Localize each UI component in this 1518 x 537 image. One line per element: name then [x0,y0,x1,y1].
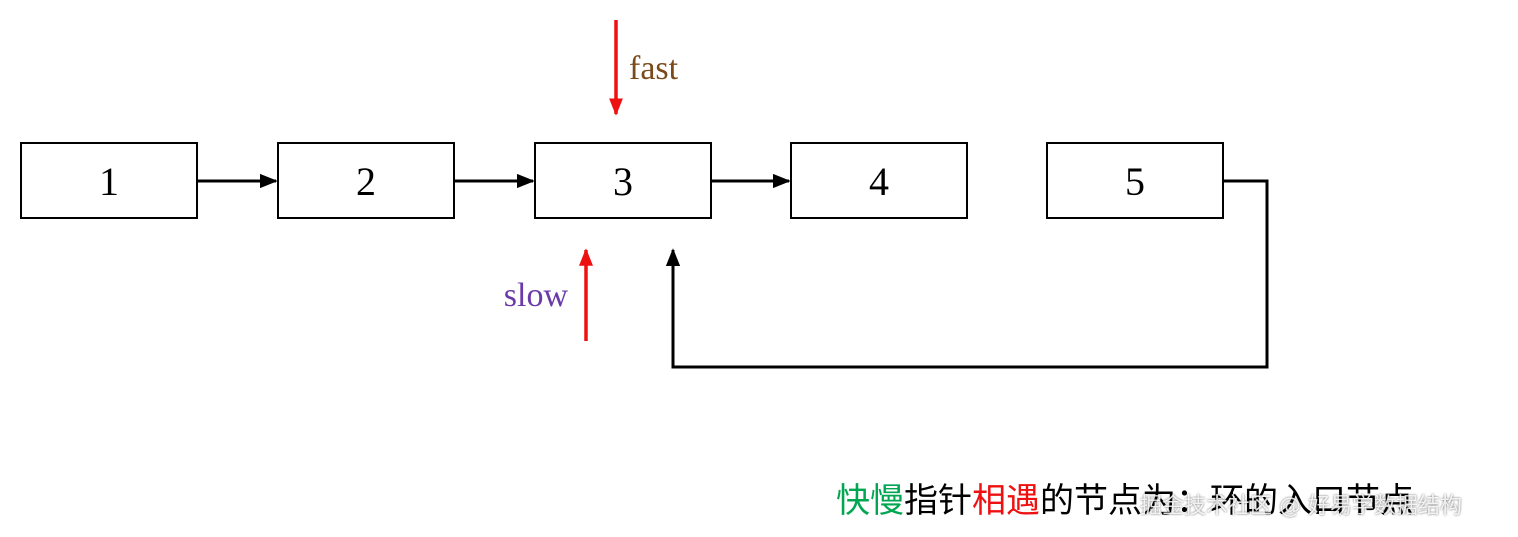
fast-pointer: fast [609,20,679,116]
caption: 快慢指针相遇的节点为：环的入口节点 [836,478,1414,524]
node-value: 1 [99,159,119,204]
watermark: 掘金技术社区 @ 好易学数据结构 [1140,494,1462,519]
fast-label: fast [629,50,679,87]
slow-label: slow [504,277,569,314]
list-node-2: 2 [277,142,455,219]
caption-part: 的节点为：环的入口节点 [1040,481,1414,521]
list-node-3: 3 [534,142,712,219]
caption-part: 快慢 [836,481,904,521]
list-node-5: 5 [1046,142,1224,219]
list-node-4: 4 [790,142,968,219]
caption-part: 指针 [904,481,972,521]
caption-part: 相遇 [972,481,1040,521]
list-node-1: 1 [20,142,198,219]
node-value: 4 [869,159,889,204]
node-value: 2 [356,159,376,204]
node-value: 3 [613,159,633,204]
node-value: 5 [1125,159,1145,204]
slow-pointer: slow [504,248,593,341]
cycle-link-arrow [665,179,1269,369]
